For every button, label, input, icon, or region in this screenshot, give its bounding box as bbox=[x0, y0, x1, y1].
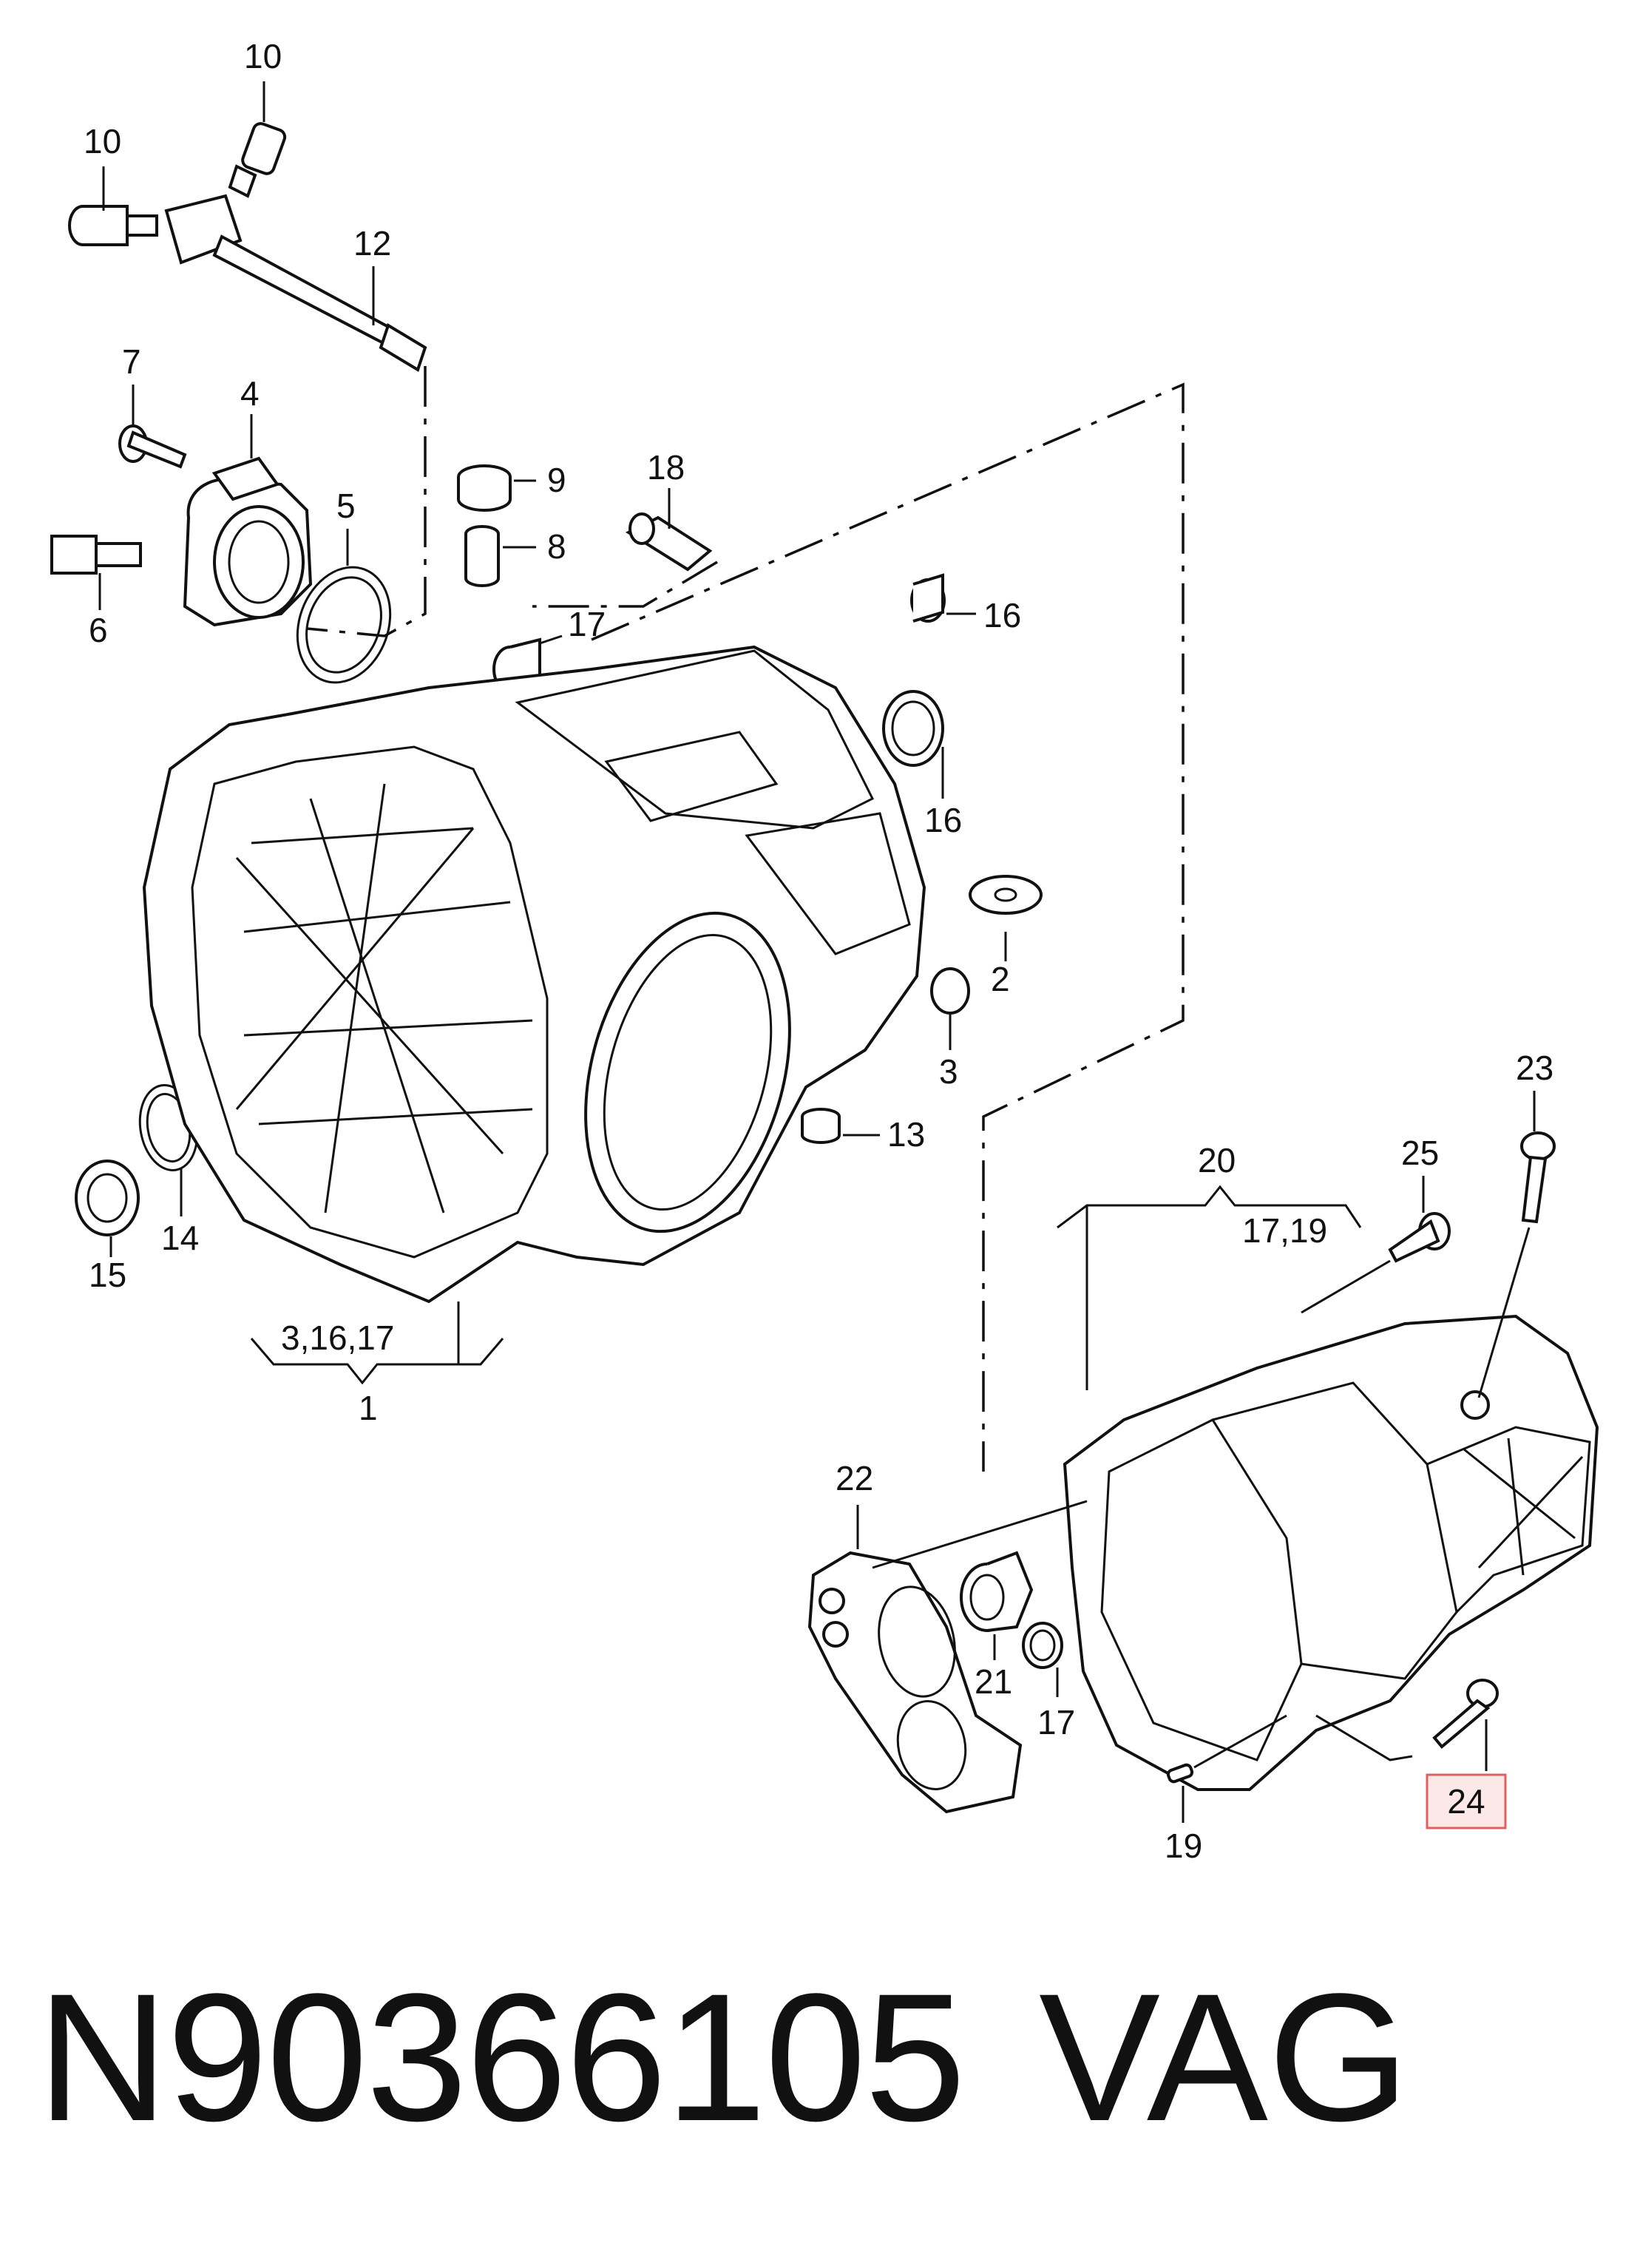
callout-16-lower: 16 bbox=[924, 801, 962, 839]
callout-23: 23 bbox=[1516, 1049, 1553, 1087]
part-10-left bbox=[68, 166, 158, 246]
callout-24[interactable]: 24 bbox=[1447, 1782, 1485, 1821]
part-16-bearing-upper bbox=[910, 573, 976, 623]
part-5-gasket bbox=[296, 529, 392, 684]
callout-17-upper: 17 bbox=[568, 605, 606, 643]
callout-24-box[interactable] bbox=[1426, 1773, 1507, 1829]
callout-25: 25 bbox=[1401, 1134, 1439, 1172]
exploded-parts-diagram: 10 10 12 7 4 9 18 5 8 6 17 16 16 2 3 13 … bbox=[50, 37, 1599, 1865]
part-24-bolt bbox=[1315, 1679, 1499, 1771]
part-9-cap bbox=[457, 464, 536, 512]
part-23-bolt bbox=[1477, 1091, 1556, 1398]
part-25-bolt bbox=[1301, 1176, 1451, 1314]
callout-14: 14 bbox=[161, 1219, 199, 1257]
part-18-pin bbox=[625, 488, 713, 572]
part-8-sleeve bbox=[464, 525, 536, 587]
callout-4: 4 bbox=[240, 374, 260, 413]
callout-2: 2 bbox=[991, 960, 1010, 998]
part-6-sensor bbox=[50, 535, 142, 610]
part-13-plug bbox=[801, 1108, 880, 1144]
callout-7: 7 bbox=[122, 342, 141, 381]
callout-3: 3 bbox=[939, 1052, 958, 1091]
callout-labels: 10 10 12 7 4 9 18 5 8 6 17 16 16 2 3 13 … bbox=[84, 37, 1553, 1865]
part-17-bearing-lower bbox=[1022, 1622, 1063, 1697]
callout-10-left: 10 bbox=[84, 122, 121, 160]
part-12-shaft bbox=[164, 194, 427, 372]
bracket-part-20 bbox=[1057, 1185, 1362, 1390]
part-22-cover bbox=[807, 1500, 1088, 1814]
callout-16-upper: 16 bbox=[983, 596, 1021, 634]
part-4-bracket-housing bbox=[183, 414, 313, 627]
brand-name: VAG bbox=[1039, 1956, 1410, 2159]
callout-18: 18 bbox=[647, 448, 685, 487]
part-3-bearing bbox=[930, 967, 970, 1050]
callout-10-upper: 10 bbox=[244, 37, 282, 75]
callout-group-1: 3,16,17 bbox=[281, 1319, 394, 1357]
callout-20: 20 bbox=[1198, 1141, 1236, 1179]
callout-24-highlight[interactable]: 24 bbox=[1426, 1773, 1507, 1829]
part-20-rear-housing bbox=[1063, 1314, 1599, 1791]
callout-15: 15 bbox=[89, 1256, 126, 1294]
part-19-pin bbox=[1166, 1714, 1287, 1823]
callout-6: 6 bbox=[89, 611, 108, 649]
part-15-seal bbox=[75, 1160, 140, 1257]
callout-9: 9 bbox=[547, 461, 566, 499]
callout-8: 8 bbox=[547, 527, 566, 566]
callout-19: 19 bbox=[1165, 1827, 1202, 1865]
part-1-bell-housing bbox=[142, 645, 926, 1364]
callout-22: 22 bbox=[836, 1459, 873, 1497]
callout-21: 21 bbox=[975, 1662, 1012, 1701]
callout-13: 13 bbox=[887, 1115, 925, 1154]
part-number: N90366105 bbox=[37, 1956, 966, 2159]
callout-5: 5 bbox=[336, 487, 356, 525]
part-2-washer bbox=[969, 875, 1043, 961]
part-21-bearing bbox=[960, 1551, 1034, 1660]
callout-12: 12 bbox=[353, 224, 391, 263]
part-7-bolt bbox=[118, 385, 187, 469]
callout-group-20: 17,19 bbox=[1242, 1211, 1327, 1250]
part-10-upper bbox=[228, 81, 287, 198]
part-16-bearing-lower bbox=[882, 690, 944, 799]
callout-1: 1 bbox=[359, 1389, 378, 1427]
callout-17-lower: 17 bbox=[1037, 1703, 1075, 1741]
bracket-part-1 bbox=[250, 1338, 504, 1385]
